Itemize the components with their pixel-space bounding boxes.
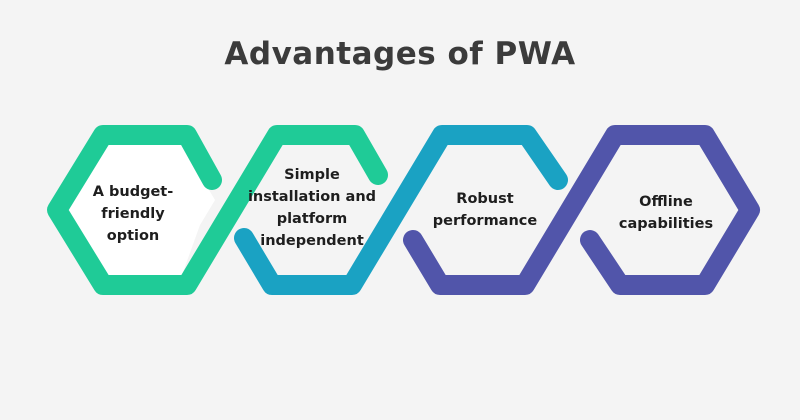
advantage-label-4: Offline capabilities	[619, 191, 713, 235]
label-line: Offline	[639, 194, 693, 210]
label-line: A budget-	[92, 184, 174, 200]
label-line: option	[106, 228, 160, 244]
label-line: Simple	[284, 167, 340, 183]
label-line: friendly	[101, 206, 165, 222]
label-line: Robust	[456, 191, 514, 207]
label-line: capabilities	[618, 216, 714, 232]
advantage-label-1: A budget- friendly option	[93, 181, 174, 247]
label-line: performance	[432, 213, 538, 229]
teal-hexagon-stroke	[234, 125, 568, 295]
label-line: independent	[260, 233, 364, 249]
advantage-label-2: Simple installation and platform indepen…	[248, 164, 376, 252]
hexagon-1-fill	[68, 145, 215, 275]
purple-hexagon-stroke	[403, 125, 760, 295]
label-line: platform	[276, 211, 348, 227]
green-hexagon-stroke	[47, 125, 388, 295]
diagram-title: Advantages of PWA	[224, 36, 576, 72]
advantage-label-3: Robust performance	[433, 188, 537, 232]
label-line: installation and	[247, 189, 377, 205]
